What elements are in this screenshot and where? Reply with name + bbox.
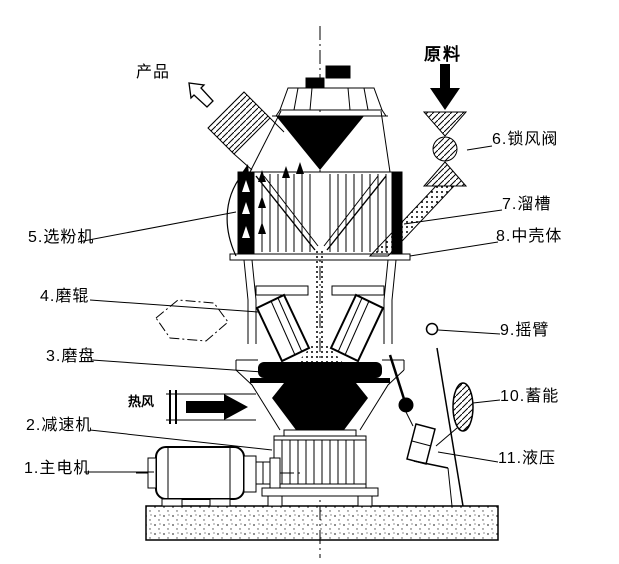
grinding-rollers: [255, 293, 385, 363]
label-raw-material: 原料: [424, 45, 462, 64]
label-grinding-table: 3.磨盘: [46, 348, 96, 365]
raw-material-inlet: [422, 64, 468, 187]
label-product: 产品: [136, 64, 171, 81]
lock-valve-upper-funnel: [422, 111, 468, 137]
label-classifier: 5.选粉机: [28, 229, 95, 246]
air-circulation-curve: [226, 169, 247, 257]
label-hydraulic: 11.液压: [498, 450, 557, 467]
hot-air-arrow: [186, 394, 248, 420]
label-lock-valve: 6.锁风阀: [492, 131, 559, 148]
label-roller: 4.磨辊: [40, 288, 90, 305]
label-accumulator: 10.蓄能: [500, 388, 560, 405]
gearbox-reducer: [261, 429, 379, 507]
label-main-motor: 1.主电机: [24, 460, 91, 477]
label-hot-air: 热风: [128, 394, 155, 409]
rocker-hydraulic-system: [388, 322, 474, 507]
main-motor: [136, 446, 300, 507]
accumulator-vessel: [452, 382, 474, 432]
raw-material-arrow: [440, 64, 450, 90]
separator-drive-motor: [272, 65, 388, 117]
airflow-arrows: [242, 180, 250, 238]
phantom-roller-outline: [155, 299, 229, 342]
rocker-pivot: [425, 322, 439, 336]
leader-lines: [77, 145, 503, 473]
grinding-table: [250, 362, 390, 430]
material-stream: [296, 250, 344, 364]
lock-valve-lower-funnel: [422, 161, 468, 187]
motor-coupling: [255, 461, 264, 485]
feed-hopper-cone: [249, 110, 391, 173]
hydraulic-cylinder: [406, 423, 436, 465]
product-flow-arrow: [188, 82, 214, 108]
feed-chute: [368, 185, 456, 257]
foundation-base: [145, 505, 499, 541]
label-middle-shell: 8.中壳体: [496, 228, 563, 245]
label-reducer: 2.减速机: [26, 417, 93, 434]
product-outlet-duct: [188, 82, 285, 171]
hot-air-duct: [166, 390, 256, 424]
label-rocker-arm: 9.摇臂: [500, 322, 550, 339]
lock-valve-rotor: [432, 136, 458, 162]
ball-joint: [398, 397, 414, 413]
label-chute: 7.溜槽: [502, 196, 552, 213]
